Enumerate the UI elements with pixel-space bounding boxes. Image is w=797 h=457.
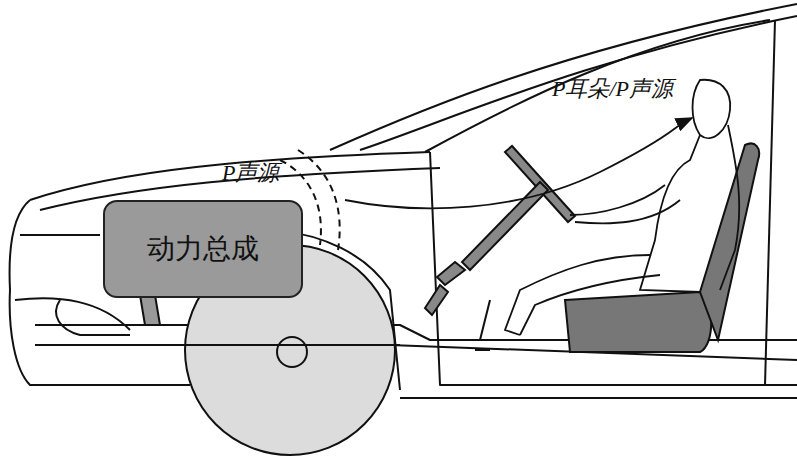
powertrain-box: 动力总成 bbox=[103, 200, 303, 298]
sound-pressure-label: P耳朵/P声源 bbox=[552, 74, 673, 104]
node-label: 动力总成 bbox=[147, 230, 259, 268]
sound-pressure-label: P声源 bbox=[222, 158, 279, 188]
